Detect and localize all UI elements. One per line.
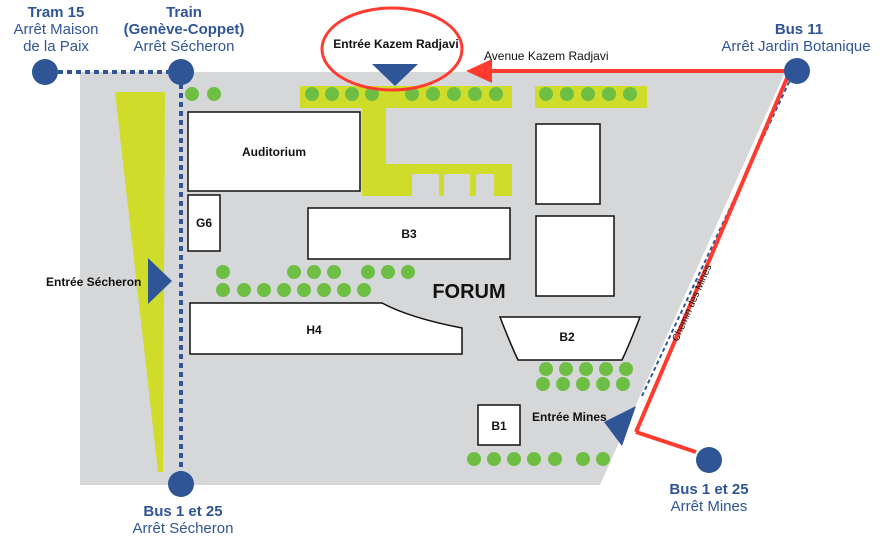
route-arrow-icon (466, 59, 492, 83)
building-h4[interactable] (189, 302, 463, 355)
tree-icon (619, 362, 633, 376)
building-g6[interactable] (187, 194, 221, 252)
stop-bus-secheron-sub: Arrêt Sécheron (133, 520, 234, 537)
tree-icon (602, 87, 616, 101)
label-entree-mines: Entrée Mines (532, 410, 607, 424)
label-entree-secheron: Entrée Sécheron (46, 275, 141, 289)
stop-tram15-title: Tram 15 (28, 4, 85, 21)
tree-icon (381, 265, 395, 279)
building-auditorium[interactable] (187, 111, 361, 192)
route-red (490, 69, 792, 454)
tree-icon (576, 377, 590, 391)
stop-tram15-icon[interactable] (32, 59, 58, 85)
tree-icon (487, 452, 501, 466)
tree-icon (527, 452, 541, 466)
stop-bus-secheron-title: Bus 1 et 25 (143, 503, 222, 520)
tree-icon (401, 265, 415, 279)
stop-train-icon[interactable] (168, 59, 194, 85)
label-h4: H4 (306, 323, 322, 337)
tree-icon (596, 452, 610, 466)
stop-bus-mines-icon[interactable] (696, 447, 722, 473)
label-forum: FORUM (432, 281, 505, 303)
tree-icon (216, 283, 230, 297)
tree-icon (327, 265, 341, 279)
tree-icon (560, 87, 574, 101)
entrance-mines-icon[interactable] (604, 406, 636, 446)
tree-icon (539, 362, 553, 376)
tree-icon (556, 377, 570, 391)
label-b3: B3 (401, 227, 417, 241)
label-avenue-kazem: Avenue Kazem Radjavi (484, 49, 609, 63)
stop-bus11-sub: Arrêt Jardin Botanique (721, 38, 870, 55)
tree-icon (426, 87, 440, 101)
label-g6: G6 (196, 216, 212, 230)
tree-icon (345, 87, 359, 101)
tree-icon (287, 265, 301, 279)
tree-icon (447, 87, 461, 101)
stop-bus-mines-title: Bus 1 et 25 (669, 481, 748, 498)
building-b2[interactable] (498, 316, 642, 361)
tree-icon (468, 87, 482, 101)
tree-icon (317, 283, 331, 297)
tree-icon (599, 362, 613, 376)
label-b2: B2 (559, 330, 575, 344)
tree-icon (616, 377, 630, 391)
tree-icon (579, 362, 593, 376)
label-auditorium: Auditorium (242, 145, 306, 159)
tree-icon (548, 452, 562, 466)
stop-train-title1: Train (166, 4, 202, 21)
tree-icon (305, 87, 319, 101)
building-b3[interactable] (307, 207, 511, 260)
stop-bus-mines-sub: Arrêt Mines (671, 498, 748, 515)
tree-icon (277, 283, 291, 297)
stop-tram15-line1: Arrêt Maison (13, 21, 98, 38)
tree-icon (576, 452, 590, 466)
highlight-ellipse-icon (320, 6, 464, 92)
stop-bus11-icon[interactable] (784, 58, 810, 84)
tree-icon (405, 87, 419, 101)
tree-icon (361, 265, 375, 279)
tree-icon (307, 265, 321, 279)
tree-icon (623, 87, 637, 101)
tree-icon (216, 265, 230, 279)
entrance-secheron-icon[interactable] (148, 258, 172, 304)
building-b1[interactable] (477, 404, 521, 446)
tree-icon (559, 362, 573, 376)
stop-bus-secheron-icon[interactable] (168, 471, 194, 497)
tree-icon (325, 87, 339, 101)
stop-tram15-line2: de la Paix (23, 38, 89, 55)
tree-icon (297, 283, 311, 297)
tree-icon (237, 283, 251, 297)
entrance-kazem-icon[interactable] (372, 64, 418, 86)
label-entree-kazem: Entrée Kazem Radjavi (333, 37, 458, 51)
tree-icon (581, 87, 595, 101)
green-notches (412, 174, 494, 196)
green-strip-west (115, 92, 165, 472)
building-east-2[interactable] (535, 215, 615, 297)
tree-icon (185, 87, 199, 101)
tree-icon (365, 87, 379, 101)
tree-icon (257, 283, 271, 297)
stop-bus11-title: Bus 11 (775, 21, 823, 38)
tree-icon (467, 452, 481, 466)
tree-icon (536, 377, 550, 391)
tree-icon (507, 452, 521, 466)
campus-ground (80, 72, 785, 485)
tree-icon (337, 283, 351, 297)
tree-icon (596, 377, 610, 391)
building-east-1[interactable] (535, 123, 601, 205)
stop-train-sub: Arrêt Sécheron (134, 38, 235, 55)
tree-icon (207, 87, 221, 101)
tree-icon (357, 283, 371, 297)
stop-train-title2: (Genève-Coppet) (124, 21, 245, 38)
tree-icon (489, 87, 503, 101)
tree-rows (185, 87, 637, 466)
label-b1: B1 (491, 419, 507, 433)
tree-icon (539, 87, 553, 101)
